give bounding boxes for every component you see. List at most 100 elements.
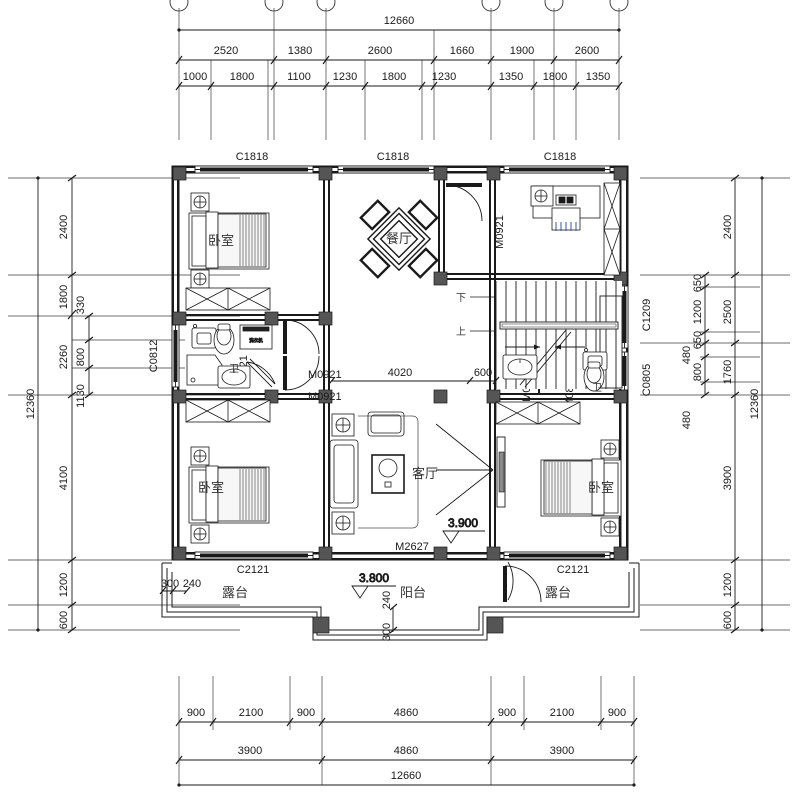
- dim-top-1-1: 1380: [288, 45, 312, 57]
- dim-left-1-0: 2400: [58, 215, 70, 239]
- room-label-bath-right: 卫: [592, 383, 602, 394]
- dim-left-2-2: 1130: [75, 384, 87, 408]
- top-dimension-chain-1: 2520 1380 2600 1660 1900 2600: [175, 45, 623, 65]
- terrace-columns: [312, 616, 504, 634]
- dim-bot-1-5: 2100: [550, 707, 574, 719]
- dim-wall-300: 300: [161, 578, 179, 590]
- dim-top-1-5: 2600: [575, 45, 599, 57]
- dim-top-overall: 12660: [384, 15, 415, 27]
- doors: [246, 183, 561, 603]
- dim-bot-1-1: 2100: [239, 707, 263, 719]
- stair-direction-labels: 下 上: [456, 293, 496, 338]
- room-label-bedroom-top-left: 卧室: [208, 233, 234, 249]
- left-dimension-chain-2: 330 800 1130: [75, 296, 94, 408]
- dim-bot-2-1: 4860: [394, 745, 418, 757]
- label-window-bottom-right: C2121: [557, 564, 589, 576]
- label-window-left: C0812: [148, 340, 160, 372]
- stair-down-label: 下: [456, 293, 466, 304]
- door-bath-left-inner: [246, 358, 276, 388]
- furniture-dining-set: [359, 199, 439, 279]
- dim-right-1-4: 1200: [722, 573, 734, 597]
- dim-right-overall: 12360: [749, 389, 761, 420]
- window-labels: C1818 C1818 C1818 C0812 C1209 C0805 C212…: [148, 151, 653, 576]
- dim-right-2-5: 480: [681, 411, 693, 429]
- dim-top-1-0: 2520: [214, 45, 238, 57]
- window-bottom-right: [503, 551, 611, 560]
- top-dimension-chain-2: 1000 1800 1100 1230 1800 1230 1350 1800 …: [175, 71, 623, 91]
- window-top-left: [194, 165, 314, 174]
- dim-top-2-4: 1800: [382, 71, 406, 83]
- door-dining-upper: [445, 183, 483, 222]
- room-label-bath-left: 卫: [229, 364, 239, 375]
- window-bottom-left: [194, 551, 314, 560]
- dim-bot-1-4: 900: [498, 707, 516, 719]
- furniture-bedroom-bottom-left: [188, 446, 270, 544]
- bottom-dimension-chain-2: 3900 4860 3900: [175, 745, 638, 765]
- dim-left-1-5: 600: [58, 611, 70, 629]
- window-top-mid: [337, 165, 435, 174]
- elevation-floor-value: 3.900: [448, 516, 478, 530]
- elevation-balcony: 3.800: [351, 571, 396, 599]
- dim-wall-240-b: 240: [381, 591, 393, 609]
- label-window-top-right: C1818: [544, 151, 576, 163]
- label-window-top-left: C1818: [236, 151, 268, 163]
- elevation-marks: 3.900 3.800: [351, 516, 485, 599]
- furniture-bedroom-top-left: [185, 192, 271, 311]
- dim-right-1-3: 3900: [722, 466, 734, 490]
- label-door-living-balcony: M2627: [395, 541, 429, 553]
- window-top-right: [503, 165, 611, 174]
- dim-top-1-3: 1660: [450, 45, 474, 57]
- dim-right-1-1: 2500: [722, 300, 734, 324]
- wall-thickness-dimensions: 300 240 240 300: [159, 578, 398, 641]
- dim-left-2-1: 800: [75, 348, 87, 366]
- dim-right-1-2: 1760: [722, 360, 734, 384]
- dim-bot-1-0: 900: [187, 707, 205, 719]
- room-label-bedroom-bottom-left: 卧室: [198, 480, 224, 496]
- dim-top-2-5: 1230: [432, 71, 456, 83]
- dim-interior-4020: 4020: [388, 367, 412, 379]
- room-label-terrace-left: 露台: [222, 586, 248, 601]
- room-labels: 卧室 卧室 卧室 客厅 卫 卫 阳台 露台 露台: [198, 233, 614, 601]
- dim-left-1-1: 1800: [58, 285, 70, 309]
- room-label-balcony: 阳台: [400, 586, 426, 601]
- dim-right-1-5: 600: [722, 611, 734, 629]
- dim-right-2-1: 1200: [692, 300, 704, 324]
- furniture-bath-right: [495, 348, 608, 425]
- dim-wall-240: 240: [183, 578, 201, 590]
- dim-interior-600: 600: [474, 367, 492, 379]
- stair-up-label: 上: [456, 326, 466, 338]
- label-door-dining-upper: M0921: [494, 215, 506, 249]
- columns: [172, 166, 628, 561]
- room-label-dining: 餐厅: [386, 231, 412, 247]
- door-bath-left-outer: [283, 319, 320, 355]
- dim-top-2-7: 1800: [543, 71, 567, 83]
- dim-right-2-2: 650: [692, 331, 704, 349]
- dim-wall-300-b: 300: [381, 623, 393, 641]
- dim-top-2-3: 1230: [333, 71, 357, 83]
- dim-bot-1-2: 900: [297, 707, 315, 719]
- dim-left-2-0: 330: [75, 296, 87, 314]
- door-living-balcony: [435, 423, 506, 516]
- label-door-bath-left-outer: M0921: [308, 369, 342, 381]
- label-window-top-mid: C1818: [377, 151, 409, 163]
- dim-bot-1-6: 900: [608, 707, 626, 719]
- dim-bot-2-0: 3900: [238, 745, 262, 757]
- right-dimension-chain-2: 650 1200 650 480 800 480: [681, 271, 710, 429]
- dim-top-2-6: 1350: [499, 71, 523, 83]
- furniture-study-desk: [530, 182, 621, 276]
- dim-left-overall: 12360: [25, 389, 37, 420]
- label-window-right-lower: C0805: [641, 364, 653, 396]
- bottom-dimension-chain-1: 900 2100 900 4860 900 2100 900: [175, 707, 638, 727]
- dim-left-1-4: 1200: [58, 573, 70, 597]
- left-dimension-overall: 12360: [25, 176, 40, 632]
- dim-left-1-3: 4100: [58, 466, 70, 490]
- elevation-floor: 3.900: [442, 516, 485, 544]
- bottom-grid-lines: [178, 676, 635, 785]
- furniture-bath-left: 洗衣机: [185, 323, 273, 423]
- right-dimension-chain-1: 2400 2500 1760 3900 1200 600: [722, 174, 740, 634]
- dim-top-2-1: 1800: [230, 71, 254, 83]
- room-label-bedroom-right: 卧室: [588, 480, 614, 496]
- dim-top-1-2: 2600: [368, 45, 392, 57]
- label-window-right-upper: C1209: [641, 299, 653, 331]
